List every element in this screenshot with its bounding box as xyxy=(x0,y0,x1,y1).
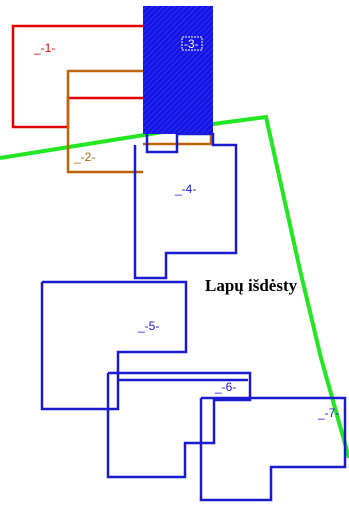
diagram-title: Lapų išdėsty xyxy=(205,276,298,295)
parcel-3-label: -3- xyxy=(184,37,199,51)
parcel-1-label: _-1- xyxy=(33,41,55,55)
parcel-6-outline xyxy=(106,371,252,479)
parcel-3-fill xyxy=(143,6,213,134)
parcel-7-outline xyxy=(199,396,347,502)
parcel-4-outline xyxy=(133,132,238,280)
parcel-6-label: _-6- xyxy=(214,380,236,394)
parcel-2-label: _-2- xyxy=(73,150,95,164)
parcel-5-label: _-5- xyxy=(137,319,159,333)
parcel-4-label: _-4- xyxy=(174,182,196,196)
parcel-1-outline xyxy=(11,24,143,129)
parcel-7-label: _-7- xyxy=(317,406,339,420)
parcel-5-outline xyxy=(40,280,188,411)
parcel-2-outline xyxy=(66,69,143,174)
parcel-3-label-box: -3- xyxy=(181,36,203,51)
